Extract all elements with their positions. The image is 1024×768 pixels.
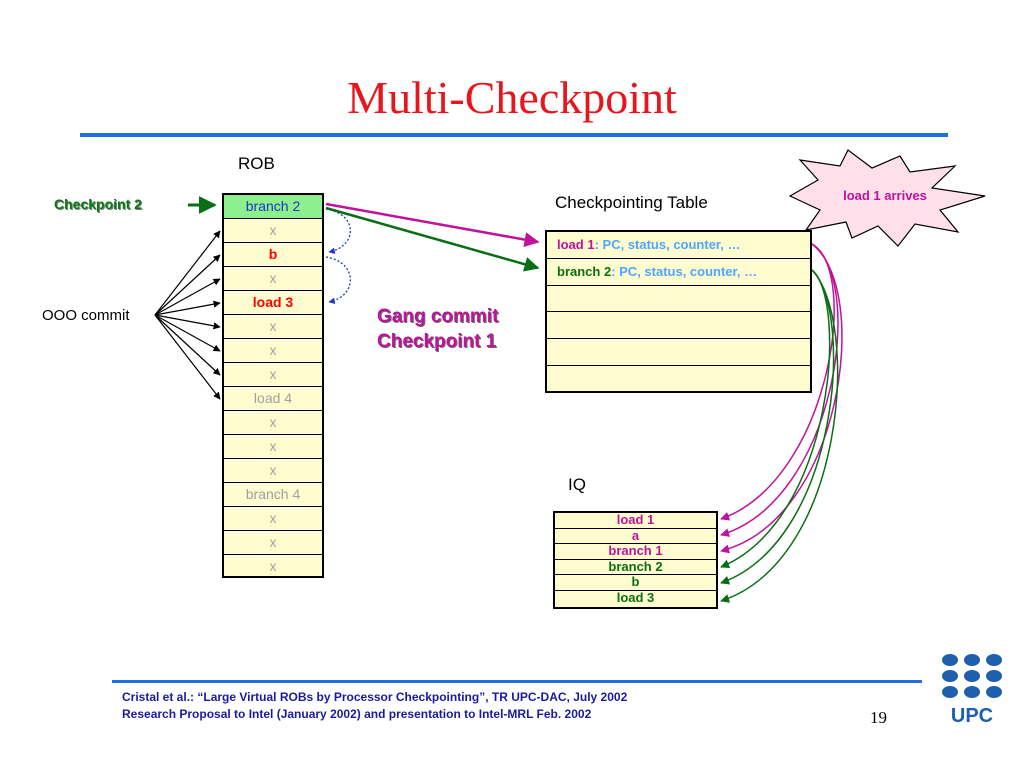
rob-entry: load 3 <box>224 291 322 315</box>
upc-logo-text: UPC <box>951 705 993 726</box>
rob-entry: x <box>224 507 322 531</box>
iq-entry: branch 2 <box>555 559 716 576</box>
checkpoint-row <box>547 366 810 393</box>
iq-entry: b <box>555 575 716 591</box>
checkpoint-name: load 1 <box>557 237 595 252</box>
iq-entry: branch 1 <box>555 544 716 560</box>
rob-entry: x <box>224 411 322 435</box>
rob-entry: b <box>224 243 322 267</box>
iq-label: IQ <box>568 475 586 494</box>
iq-table: load 1 a branch 1 branch 2 b load 3 <box>553 511 718 609</box>
checkpoint-detail: : PC, status, counter, … <box>611 263 758 279</box>
rob-entry: x <box>224 435 322 459</box>
rob-entry: branch 2 <box>224 195 322 219</box>
checkpoint-row <box>547 286 810 313</box>
iq-entry: load 1 <box>555 513 716 529</box>
rob-table: branch 2 x b x load 3 x x x load 4 x x x… <box>222 193 324 578</box>
checkpoint-row: load 1: PC, status, counter, … <box>547 232 810 259</box>
rob-entry: x <box>224 219 322 243</box>
checkpoint-row <box>547 312 810 340</box>
rob-label: ROB <box>238 154 275 173</box>
rob-entry: x <box>224 267 322 291</box>
rob-entry: x <box>224 339 322 363</box>
dependency-loops <box>325 208 352 304</box>
rob-entry: x <box>224 363 322 387</box>
rob-entry: load 4 <box>224 387 322 411</box>
checkpointing-table: load 1: PC, status, counter, … branch 2:… <box>545 230 812 393</box>
checkpointing-table-label: Checkpointing Table <box>555 193 708 212</box>
checkpoint-row: branch 2: PC, status, counter, … <box>547 259 810 286</box>
checkpoint-name: branch 2 <box>557 263 612 279</box>
ooo-commit-arrows <box>154 230 221 400</box>
gang-commit-line2: Checkpoint 1 <box>377 331 497 352</box>
iq-entry: a <box>555 528 716 545</box>
upc-logo: UPC <box>942 654 1002 726</box>
checkpoint-row <box>547 339 810 366</box>
checkpoint2-label: Checkpoint 2 <box>54 196 142 212</box>
page-number: 19 <box>870 708 887 727</box>
rob-entry: branch 4 <box>224 483 322 507</box>
gang-commit-label: Gang commit Checkpoint 1 <box>377 304 498 354</box>
checkpoint-detail: : PC, status, counter, … <box>594 237 741 252</box>
gang-commit-line1: Gang commit <box>377 306 499 327</box>
ooo-commit-label: OOO commit <box>42 307 130 324</box>
footer-citation-line1: Cristal et al.: “Large Virtual ROBs by P… <box>122 690 628 704</box>
rob-entry: x <box>269 558 277 574</box>
iq-entry: load 3 <box>616 589 655 605</box>
footer-divider <box>112 680 922 683</box>
slide-title: Multi-Checkpoint <box>347 72 677 123</box>
title-divider <box>80 133 948 137</box>
rob-entry: x <box>224 315 322 339</box>
footer-citation-line2: Research Proposal to Intel (January 2002… <box>122 707 592 721</box>
rob-entry: x <box>224 531 322 555</box>
load1-arrives-label: load 1 arrives <box>843 188 927 203</box>
rob-entry: x <box>224 459 322 483</box>
branch2-to-ck-load1-arrow <box>325 202 540 248</box>
branch2-to-ck-branch2-arrow <box>325 206 540 272</box>
